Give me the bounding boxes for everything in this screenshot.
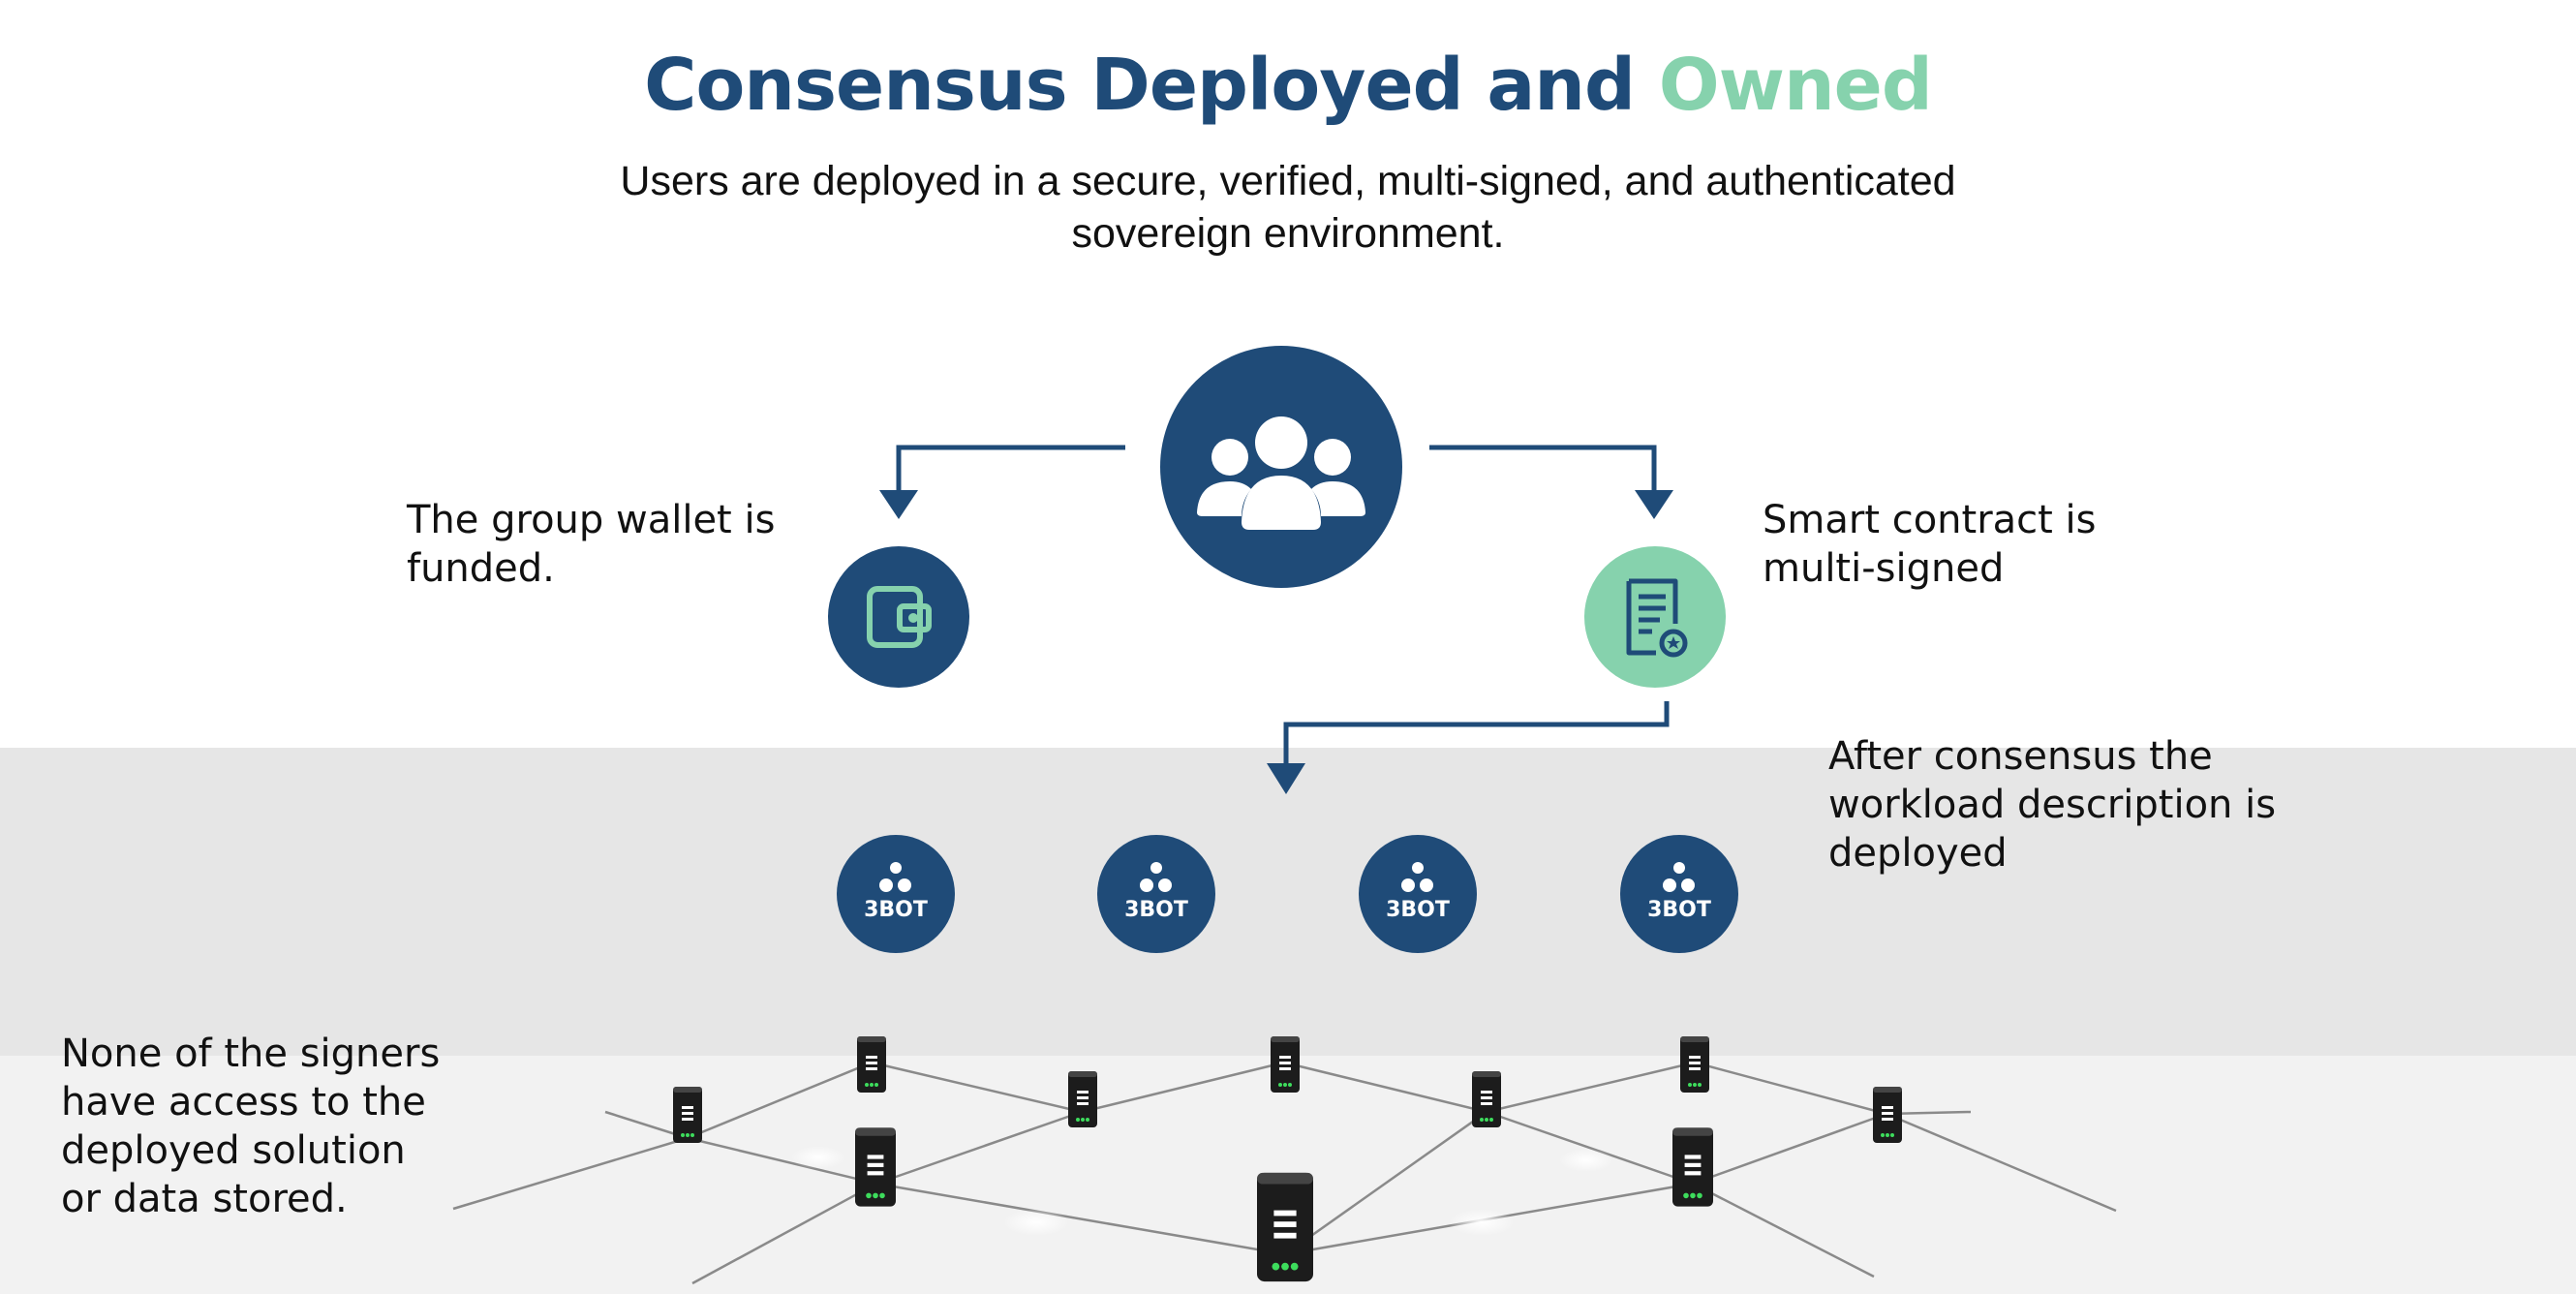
server-node-icon [1873, 1087, 1902, 1143]
3bot-circle-4: 3BOT [1620, 835, 1738, 953]
arrow-head-wallet [879, 490, 918, 519]
3bot-logo-icon [1401, 862, 1433, 892]
3bot-label: 3BOT [1647, 898, 1711, 922]
wallet-icon [867, 586, 932, 648]
3bot-label: 3BOT [1124, 898, 1188, 922]
page-subtitle: Users are deployed in a secure, verified… [620, 158, 1956, 257]
arrow-head-contract [1635, 490, 1673, 519]
wallet-circle [828, 546, 969, 688]
3bot-label: 3BOT [1386, 898, 1450, 922]
server-node-icon [1672, 1127, 1713, 1207]
users-group-circle [1160, 346, 1402, 588]
server-node-icon [1680, 1036, 1709, 1093]
server-node-icon [1472, 1071, 1501, 1127]
3bot-logo-icon [879, 862, 911, 892]
server-node-icon [855, 1127, 896, 1207]
caption-signers: None of the signers have access to the d… [61, 1032, 441, 1221]
3bot-logo-icon [1140, 862, 1172, 892]
3bot-circle-2: 3BOT [1097, 835, 1215, 953]
3bot-circle-1: 3BOT [837, 835, 955, 953]
server-node-icon [673, 1087, 702, 1143]
server-node-icon [857, 1036, 886, 1093]
title-main: Consensus Deployed and [644, 44, 1636, 127]
deployment-band [0, 748, 2576, 1056]
3bot-logo-icon [1663, 862, 1695, 892]
server-node-icon [1068, 1071, 1097, 1127]
caption-consensus: After consensus the workload description… [1828, 734, 2277, 876]
3bot-circle-3: 3BOT [1359, 835, 1477, 953]
contract-document-icon [1626, 578, 1688, 658]
page-title: Consensus Deployed and Owned [0, 44, 2576, 127]
title-accent: Owned [1658, 44, 1933, 127]
3bot-label: 3BOT [864, 898, 928, 922]
contract-circle [1584, 546, 1726, 688]
caption-contract: Smart contract is multi-signed [1763, 498, 2097, 591]
server-node-icon [1271, 1036, 1300, 1093]
users-group-icon [1197, 416, 1365, 530]
server-node-icon [1257, 1172, 1313, 1282]
caption-wallet: The group wallet is funded. [407, 498, 776, 591]
arrow-head-bots [1267, 763, 1305, 794]
